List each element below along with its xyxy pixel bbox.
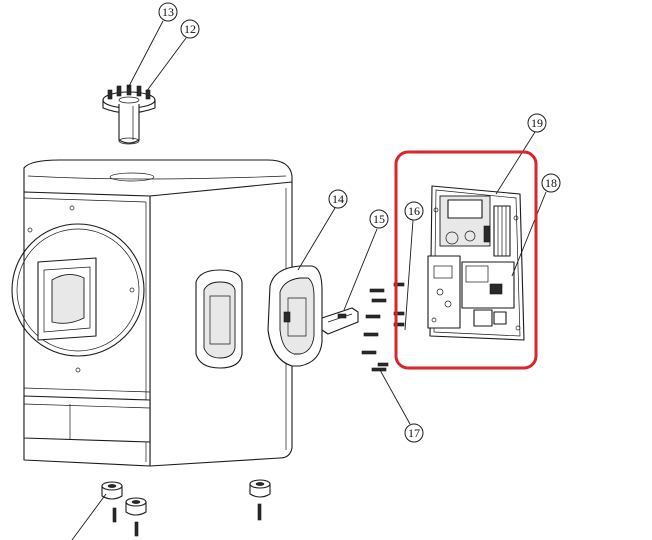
callout-12: 12 [180,19,200,39]
callout-15: 15 [369,209,389,229]
callout-19: 19 [527,113,547,133]
highlight-box [394,150,538,370]
callout-16-label: 16 [408,204,420,218]
callout-18-label: 18 [545,176,557,190]
callout-13: 13 [158,2,178,22]
callout-14-label: 14 [332,192,344,206]
speaker-cabinet [11,159,293,467]
rear-handle [267,265,323,367]
mount-screws [107,84,151,100]
leader-lines [71,20,547,540]
callout-14: 14 [328,189,348,209]
callout-16: 16 [404,201,424,221]
callout-17: 17 [404,423,424,443]
callout-12-label: 12 [184,22,196,36]
callout-15-label: 15 [373,212,385,226]
cabinet-feet [101,479,271,537]
callout-18: 18 [541,173,561,193]
panel-screws [361,282,405,372]
handle-bracket [321,307,359,335]
callout-19-label: 19 [531,116,543,130]
pole-mount-socket [102,91,156,145]
callout-17-label: 17 [408,426,420,440]
callout-13-label: 13 [162,5,174,19]
amplifier-module [427,185,525,341]
